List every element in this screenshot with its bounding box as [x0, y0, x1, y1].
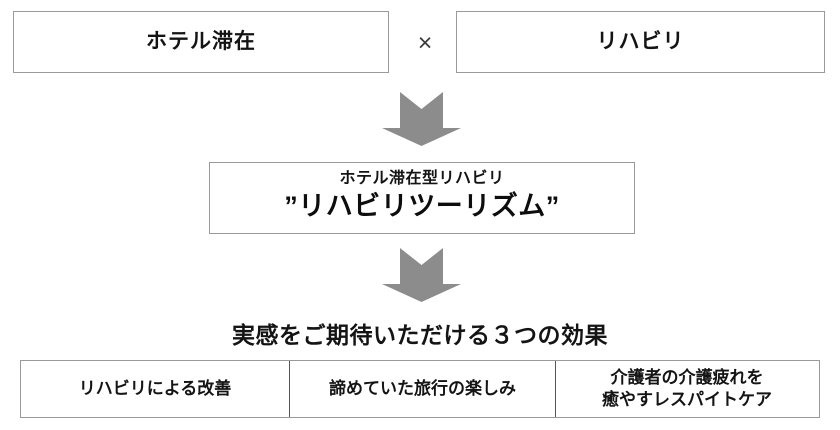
effect-cell-line: リハビリによる改善 — [78, 378, 232, 398]
concept-title: ”リハビリツーリズム” — [284, 190, 560, 221]
effect-cell-travel-joy: 諦めていた旅行の楽しみ — [289, 361, 555, 417]
effects-heading: 実感をご期待いただける３つの効果 — [232, 322, 608, 348]
down-arrow-icon — [382, 92, 461, 146]
concept-subtitle: ホテル滞在型リハビリ — [339, 169, 505, 187]
input-box-rehabilitation-label: リハビリ — [596, 29, 685, 53]
input-box-hotel-stay-label: ホテル滞在 — [146, 29, 256, 53]
input-box-rehabilitation: リハビリ — [456, 11, 825, 73]
effect-cell-line: 癒やすレスパイトケア — [602, 390, 772, 409]
effect-cell-line: 介護者の介護疲れを — [610, 367, 764, 387]
input-box-hotel-stay: ホテル滞在 — [13, 11, 389, 73]
down-arrow-icon — [382, 248, 461, 302]
effect-cell-improvement: リハビリによる改善 — [21, 361, 289, 417]
effect-cell-respite-care: 介護者の介護疲れを 癒やすレスパイトケア — [555, 361, 818, 417]
multiplication-sign-icon: × — [417, 28, 433, 57]
effect-cell-line: 諦めていた旅行の楽しみ — [329, 378, 516, 398]
concept-box-rehab-tourism: ホテル滞在型リハビリ ”リハビリツーリズム” — [209, 162, 635, 234]
effects-table: リハビリによる改善 諦めていた旅行の楽しみ 介護者の介護疲れを 癒やすレスパイト… — [20, 360, 820, 418]
